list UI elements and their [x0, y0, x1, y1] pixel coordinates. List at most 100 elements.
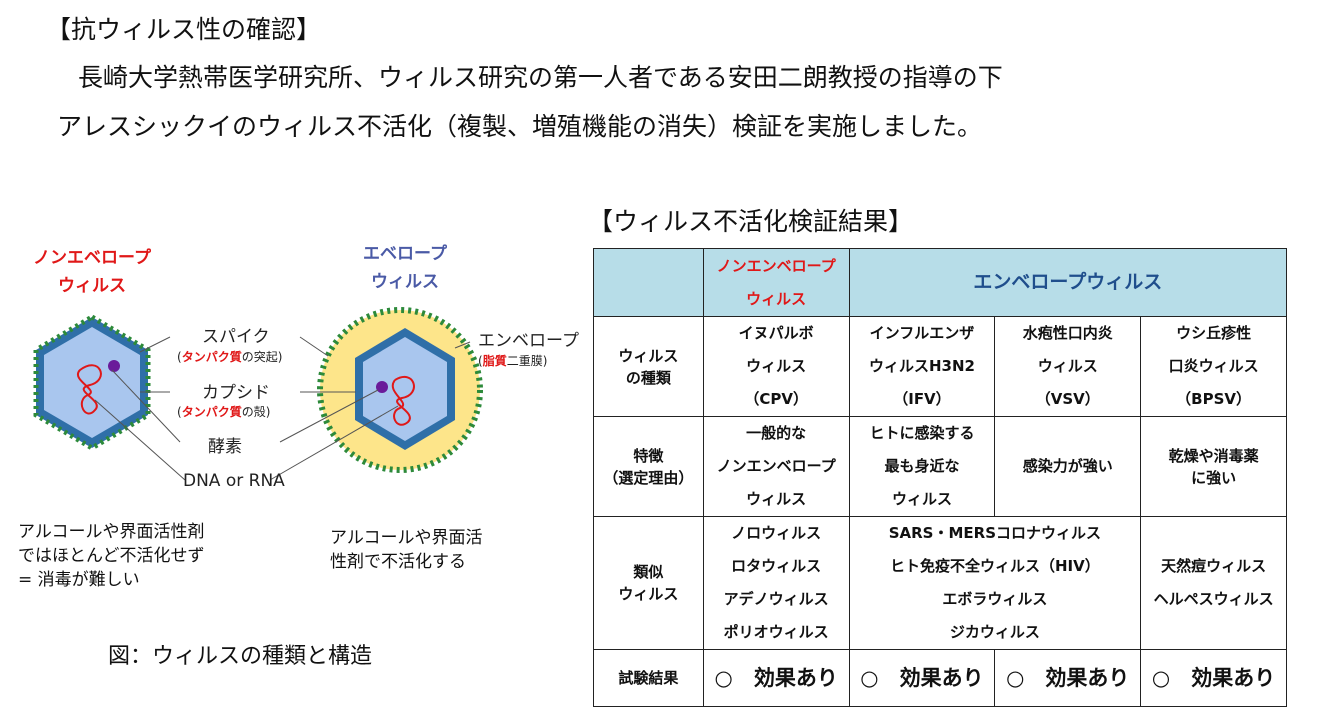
capsid-sublabel: (タンパク質の殻) [177, 405, 271, 419]
similar-cell-envelope-mid: SARS・MERSコロナウィルス ヒト免疫不全ウィルス（HIV） エボラウィルス… [848, 516, 1142, 650]
row-label-type: ウィルス の種類 [593, 316, 704, 417]
nonenvelope-title-line1: ノンエベロープ [33, 248, 151, 268]
type-cell-vsv: 水疱性口内炎ウィルス（VSV） [994, 316, 1142, 417]
table-row-features: 特徴 （選定理由） 一般的なノンエンベロープウィルス ヒトに感染する最も身近なウ… [593, 416, 1287, 517]
row-label-result: 試験結果 [593, 649, 704, 707]
virus-illustrations [33, 307, 483, 481]
dna-rna-label: DNA or RNA [183, 471, 285, 491]
enzyme-label: 酵素 [208, 437, 242, 457]
intro-line-2: アレスシックイのウィルス不活化（複製、増殖機能の消失）検証を実施しました。 [57, 112, 983, 141]
envelope-note: アルコールや界面活 性剤で不活化する [330, 526, 483, 574]
capsid-sub-red: タンパク質 [181, 405, 242, 419]
result-cell-bpsv: ○ 効果あり [1140, 649, 1287, 707]
row-label-feature-line2: （選定理由） [603, 468, 694, 487]
type-cell-ifv: インフルエンザウィルスH3N2 （IFV） [848, 316, 996, 417]
type-bpsv-line3: （BPSV） [1176, 390, 1251, 408]
header-nonenvelope-line2: ウィルス [746, 289, 807, 308]
result-cell-cpv: ○ 効果あり [702, 649, 850, 707]
type-cpv-line2: ウィルス [746, 357, 807, 375]
feature-cell-ifv: ヒトに感染する最も身近なウィルス [848, 416, 996, 517]
feature-cpv-line3: ウィルス [746, 490, 807, 508]
row-label-feature-line1: 特徴 [633, 446, 664, 465]
result-cell-ifv: ○ 効果あり [848, 649, 996, 707]
figure-caption: 図：ウィルスの種類と構造 [108, 644, 373, 669]
spike-sub-red: タンパク質 [181, 350, 242, 364]
feature-cell-vsv: 感染力が強い [994, 416, 1142, 517]
row-label-similar-line1: 類似 [633, 563, 664, 581]
similar-cell-envelope-right: 天然痘ウィルス ヘルペスウィルス [1140, 516, 1287, 650]
similar-smallpox: 天然痘ウィルス [1161, 557, 1267, 575]
feature-cell-cpv: 一般的なノンエンベロープウィルス [702, 416, 850, 517]
similar-ebola: エボラウィルス [942, 590, 1048, 608]
feature-ifv-line1: ヒトに感染する [869, 424, 975, 442]
envelope-virus-title: エベロープ ウィルス [335, 240, 475, 296]
capsid-label: カプシド [202, 383, 270, 403]
feature-ifv-line3: ウィルス [891, 490, 952, 508]
envelope-sub: 二重膜) [506, 354, 548, 368]
results-title: 【ウィルス不活化検証結果】 [588, 207, 914, 236]
feature-ifv-line2: 最も身近な [884, 457, 960, 475]
type-cpv-line3: （CPV） [744, 390, 808, 408]
row-label-type-line2: の種類 [625, 368, 671, 387]
type-bpsv-line2: 口炎ウィルス [1168, 357, 1259, 375]
type-vsv-line1: 水疱性口内炎 [1022, 324, 1113, 342]
type-ifv-line3: （IFV） [893, 390, 951, 408]
similar-zika: ジカウィルス [949, 623, 1040, 641]
header-empty-cell [593, 248, 704, 317]
nonenvelope-virus-title: ノンエベロープ ウィルス [22, 244, 162, 300]
envelope-sublabel: (脂質二重膜) [478, 354, 548, 368]
similar-herpes: ヘルペスウィルス [1153, 590, 1274, 608]
envelope-label: エンベロープ [478, 331, 579, 351]
table-row-results: 試験結果 ○ 効果あり ○ 効果あり ○ 効果あり ○ 効果あり [593, 649, 1287, 707]
table-row-types: ウィルス の種類 イヌパルボウィルス （CPV） インフルエンザウィルスH3N2 （… [593, 316, 1287, 417]
feature-cpv-line2: ノンエンベロープ [716, 457, 836, 475]
header-nonenvelope: ノンエンベロープ ウィルス [702, 248, 850, 317]
type-cell-cpv: イヌパルボウィルス （CPV） [702, 316, 850, 417]
feature-cpv-line1: 一般的な [746, 424, 807, 442]
results-table: ノンエンベロープ ウィルス エンベロープウィルス ウィルス の種類 イヌパルボウ… [593, 248, 1288, 707]
nonenvelope-note: アルコールや界面活性剤 ではほとんど不活化せず = 消毒が難しい [18, 520, 205, 592]
result-cell-vsv: ○ 効果あり [994, 649, 1142, 707]
section-heading: 【抗ウィルス性の確認】 [46, 15, 322, 44]
spike-label: スパイク [202, 327, 270, 347]
similar-noro: ノロウィルス [731, 524, 822, 542]
table-header-row: ノンエンベロープ ウィルス エンベロープウィルス [593, 248, 1288, 317]
similar-rota: ロタウィルス [731, 557, 822, 575]
row-label-similar: 類似 ウィルス [593, 516, 704, 650]
envelope-virus-icon [317, 307, 483, 473]
envelope-title-line1: エベロープ [363, 244, 447, 264]
similar-hiv: ヒト免疫不全ウィルス（HIV） [889, 557, 1100, 575]
callout-lines [94, 336, 471, 481]
similar-adeno: アデノウィルス [723, 590, 829, 608]
type-vsv-line3: （VSV） [1035, 390, 1100, 408]
feature-cell-bpsv: 乾燥や消毒薬に強い [1140, 416, 1287, 517]
table-row-similar: 類似 ウィルス ノロウィルス ロタウィルス アデノウィルス ポリオウィルス SA… [593, 516, 1287, 650]
type-cpv-line1: イヌパルボ [738, 324, 814, 342]
row-label-similar-line2: ウィルス [618, 585, 679, 603]
nonenvelope-note-line1: アルコールや界面活性剤 [18, 522, 205, 542]
nonenvelope-virus-icon [33, 314, 151, 451]
envelope-note-line2: 性剤で不活化する [330, 552, 466, 572]
envelope-note-line1: アルコールや界面活 [330, 528, 483, 548]
spike-sub: の突起) [241, 350, 283, 364]
capsid-sub: の殻) [241, 405, 271, 419]
similar-sars-mers: SARS・MERSコロナウィルス [888, 524, 1101, 542]
nonenvelope-title-line2: ウィルス [58, 276, 126, 296]
type-bpsv-line1: ウシ丘疹性 [1176, 324, 1252, 342]
header-envelope: エンベロープウィルス [848, 248, 1288, 317]
type-ifv-line1: インフルエンザ [869, 324, 975, 342]
spike-sublabel: (タンパク質の突起) [177, 350, 283, 364]
feature-bpsv-line2: に強い [1191, 468, 1237, 487]
envelope-sub-red: 脂質 [482, 354, 507, 368]
nonenvelope-note-line2: ではほとんど不活化せず [18, 546, 205, 566]
feature-vsv-line1: 感染力が強い [1022, 457, 1113, 475]
envelope-title-line2: ウィルス [371, 272, 439, 292]
intro-line-1: 長崎大学熱帯医学研究所、ウィルス研究の第一人者である安田二朗教授の指導の下 [78, 63, 1003, 92]
nonenvelope-note-line3: = 消毒が難しい [18, 570, 140, 590]
virus-structure-diagram: ノンエベロープ ウィルス エベロープ ウィルス [0, 230, 585, 610]
header-nonenvelope-line1: ノンエンベロープ [716, 256, 836, 275]
row-label-type-line1: ウィルス [618, 346, 679, 365]
feature-bpsv-line1: 乾燥や消毒薬 [1168, 446, 1259, 465]
type-ifv-line2: ウィルスH3N2 [868, 357, 975, 375]
type-cell-bpsv: ウシ丘疹性口炎ウィルス （BPSV） [1140, 316, 1287, 417]
